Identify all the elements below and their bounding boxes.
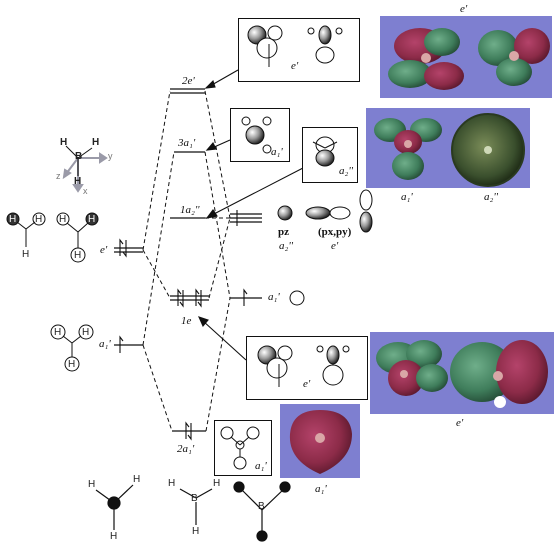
- box-a1-bot-sketch: [220, 426, 260, 470]
- axis-x: x: [83, 186, 88, 196]
- box-a2-mid-label: a₂'': [339, 165, 354, 177]
- render-top-e-art: [388, 28, 550, 90]
- box-e-low-label: e': [303, 378, 311, 390]
- label-1e: 1e: [181, 315, 192, 327]
- h3-a1-label: a₁': [99, 338, 111, 350]
- box-e-low-sketch: [257, 345, 350, 387]
- bot-h: H: [110, 531, 118, 542]
- mo-level-lines: [114, 88, 262, 432]
- axes-h1: H: [60, 137, 68, 148]
- box-a1-mid-sketch: [241, 116, 272, 154]
- bot-h: H: [133, 474, 141, 485]
- pointer-arrows: [197, 69, 304, 361]
- label-2e: 2e': [182, 75, 195, 87]
- axes-h3: H: [74, 176, 82, 187]
- h-atom: H: [82, 327, 90, 338]
- render-bot-a1-label: a₁': [315, 483, 327, 495]
- bottom-structures: [95, 481, 291, 542]
- render-top-e: [380, 16, 552, 98]
- box-e-top: e': [238, 18, 360, 82]
- box-e-top-label: e': [291, 60, 299, 72]
- render-low-e: [370, 332, 554, 414]
- bh3-axes-molecule: [65, 145, 93, 176]
- axis-z: z: [56, 171, 61, 181]
- bot-b2: B: [258, 501, 265, 512]
- h-atom: H: [88, 214, 96, 225]
- bot-b: B: [191, 493, 198, 504]
- render-mid: [366, 108, 530, 188]
- axes-h2: H: [92, 137, 100, 148]
- label-2a1: 2a₁': [177, 443, 195, 455]
- box-a2-mid: a₂'': [302, 127, 358, 183]
- box-a1-bot-label: a₁': [255, 460, 267, 472]
- pxpy-label: (px,py): [318, 226, 352, 238]
- axis-y: y: [108, 151, 113, 161]
- render-bot-a1-art: [289, 410, 352, 474]
- axes-boron: B: [75, 151, 83, 162]
- h-atom: H: [74, 250, 82, 261]
- h-atom: H: [9, 214, 17, 225]
- box-a1-mid: a₁': [230, 108, 290, 162]
- h3-e-label: e': [100, 244, 108, 256]
- render-mid-art: [374, 113, 525, 187]
- correlation-lines: [142, 90, 231, 432]
- h3-a1-orbital: [50, 324, 94, 372]
- render-mid-a2-label: a₂'': [484, 191, 499, 203]
- bot-h: H: [213, 478, 221, 489]
- boron-ao-sketches: [277, 189, 373, 306]
- box-a2-mid-sketch: [312, 136, 338, 167]
- h-atom: H: [54, 327, 62, 338]
- h-atom: H: [59, 214, 67, 225]
- h3-e-orbitals: [6, 212, 99, 263]
- label-1a2: 1a₂'': [180, 204, 200, 216]
- pz-label: pz: [278, 226, 289, 238]
- bot-h: H: [192, 526, 200, 537]
- b-e-label: e': [331, 240, 339, 252]
- b-a1-label: a₁': [268, 291, 280, 303]
- h-atom: H: [35, 214, 43, 225]
- render-mid-a1-label: a₁': [401, 191, 413, 203]
- b-a2-label: a₂'': [279, 240, 294, 252]
- box-e-low: e': [246, 336, 368, 400]
- bot-h: H: [168, 478, 176, 489]
- h-atom: H: [68, 359, 76, 370]
- render-low-e-art: [376, 340, 548, 408]
- box-e-top-sketch: [247, 25, 343, 67]
- electron-arrows: [119, 210, 248, 441]
- render-bot-a1: [280, 404, 360, 478]
- render-low-e-label: e': [456, 417, 464, 429]
- label-3a1: 3a₁': [178, 137, 196, 149]
- render-top-e-label: e': [460, 3, 468, 15]
- box-a1-bot: a₁': [214, 420, 272, 476]
- bot-h: H: [88, 479, 96, 490]
- h-atom: H: [22, 249, 30, 260]
- box-a1-mid-label: a₁': [271, 146, 283, 158]
